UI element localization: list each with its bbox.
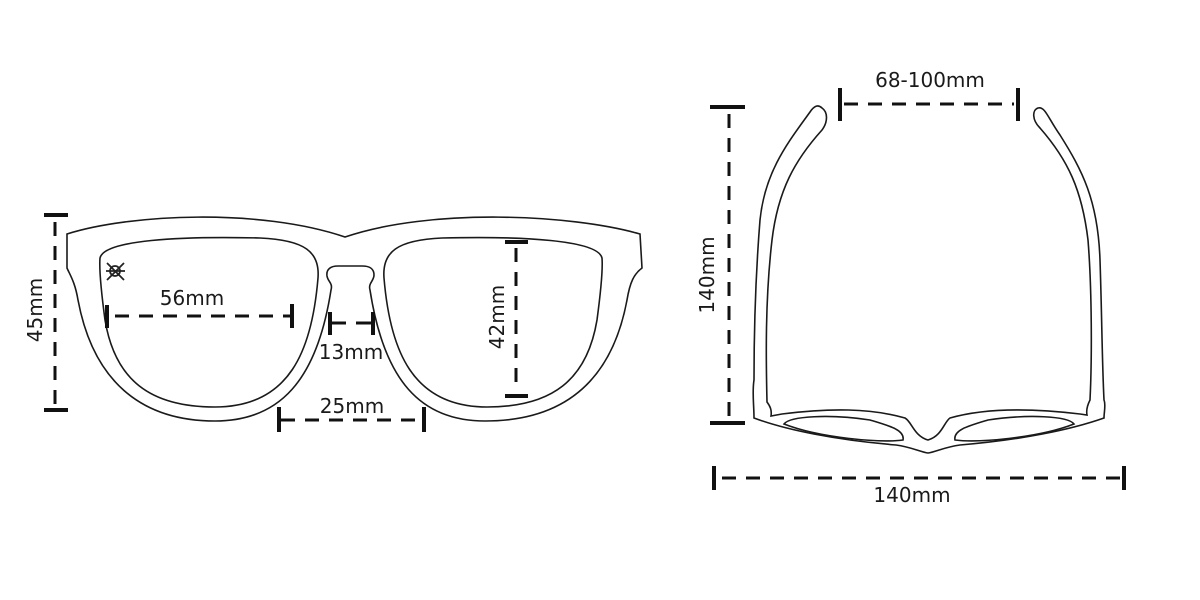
dimension-lens-height: [505, 240, 528, 398]
frame-height-label: 45mm: [23, 277, 47, 343]
lens-width-label: 56mm: [159, 286, 225, 310]
dimension-temple-length: [710, 105, 745, 425]
front-view-frame: [66, 216, 643, 422]
top-view-frame: [752, 105, 1106, 454]
nose-width-label: 25mm: [319, 394, 385, 418]
total-width-label: 140mm: [873, 483, 951, 507]
dimension-frame-height: [44, 213, 68, 412]
bridge-width-label: 13mm: [318, 340, 384, 364]
temple-length-label: 140mm: [695, 236, 719, 314]
dimension-lens-width: [105, 304, 294, 328]
head-width-label: 68-100mm: [875, 68, 985, 92]
brand-logo-icon: [106, 262, 125, 281]
dimension-nose-width: [277, 407, 426, 432]
lens-height-label: 42mm: [485, 284, 509, 350]
dimension-head-width: [838, 88, 1020, 121]
dimension-bridge-width: [328, 312, 375, 335]
dimension-total-width: [712, 466, 1126, 490]
